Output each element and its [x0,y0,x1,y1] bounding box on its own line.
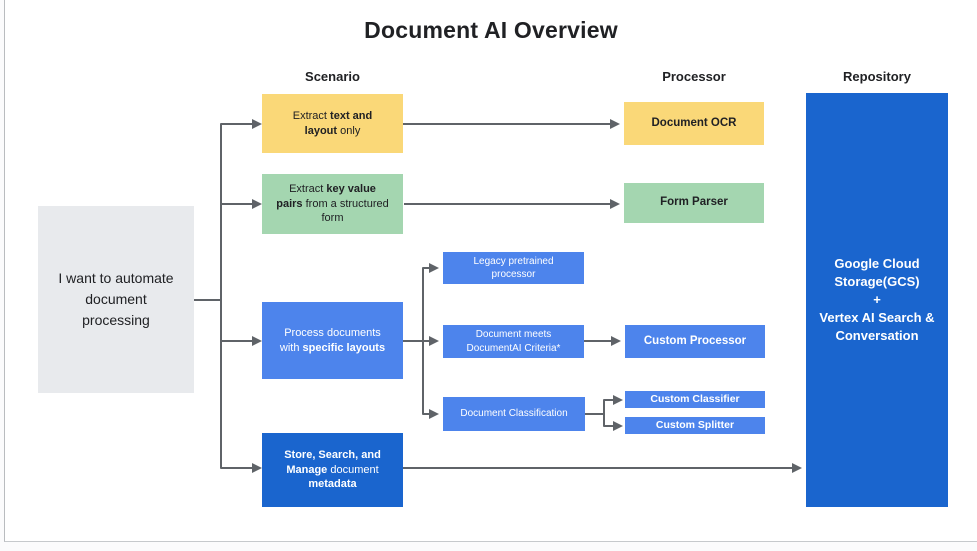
scenario-extract-kv-node: Extract key value pairs from a structure… [262,174,403,234]
scenario-store-search-label: Store, Search, and Manage document metad… [284,449,381,491]
repository-storage-label: Google Cloud Storage(GCS) [834,256,920,290]
start-node: I want to automate document processing [38,206,194,393]
processor-document-ocr-node: Document OCR [624,102,764,145]
scenario-store-search-node: Store, Search, and Manage document metad… [262,433,403,507]
documentai-criteria-node: Document meets DocumentAI Criteria* [443,325,584,358]
repository-plus-label: + [873,292,881,308]
column-header-processor: Processor [662,69,726,84]
processor-custom-processor-node: Custom Processor [625,325,765,358]
processor-custom-classifier-label: Custom Classifier [650,392,740,405]
processor-custom-processor-label: Custom Processor [643,334,747,347]
documentai-criteria-label: Document meets DocumentAI Criteria* [466,329,561,354]
document-classification-label: Document Classification [460,408,568,420]
legacy-pretrained-node: Legacy pretrained processor [443,252,584,284]
legacy-pretrained-label: Legacy pretrained processor [473,255,554,281]
scenario-extract-text-label: Extract text and layout only [292,109,373,137]
diagram-title: Document AI Overview [364,17,618,43]
repository-vertex-label: Vertex AI Search & Conversation [819,309,935,343]
scenario-specific-layouts-label: Process documents with specific layouts [279,326,386,354]
processor-form-parser-label: Form Parser [660,196,728,209]
start-node-label: I want to automate document processing [58,270,174,328]
scenario-extract-kv-label: Extract key value pairs from a structure… [276,183,389,225]
document-classification-node: Document Classification [443,397,585,431]
scenario-extract-text-node: Extract text and layout only [262,94,403,153]
processor-form-parser-node: Form Parser [624,183,764,223]
column-header-repository: Repository [843,69,911,84]
processor-custom-classifier-node: Custom Classifier [625,391,765,408]
processor-document-ocr-label: Document OCR [651,116,737,129]
column-header-scenario: Scenario [305,69,360,84]
repository-node: Google Cloud Storage(GCS) + Vertex AI Se… [806,93,948,507]
processor-custom-splitter-label: Custom Splitter [655,418,735,431]
processor-custom-splitter-node: Custom Splitter [625,417,765,434]
scenario-specific-layouts-node: Process documents with specific layouts [262,302,403,379]
